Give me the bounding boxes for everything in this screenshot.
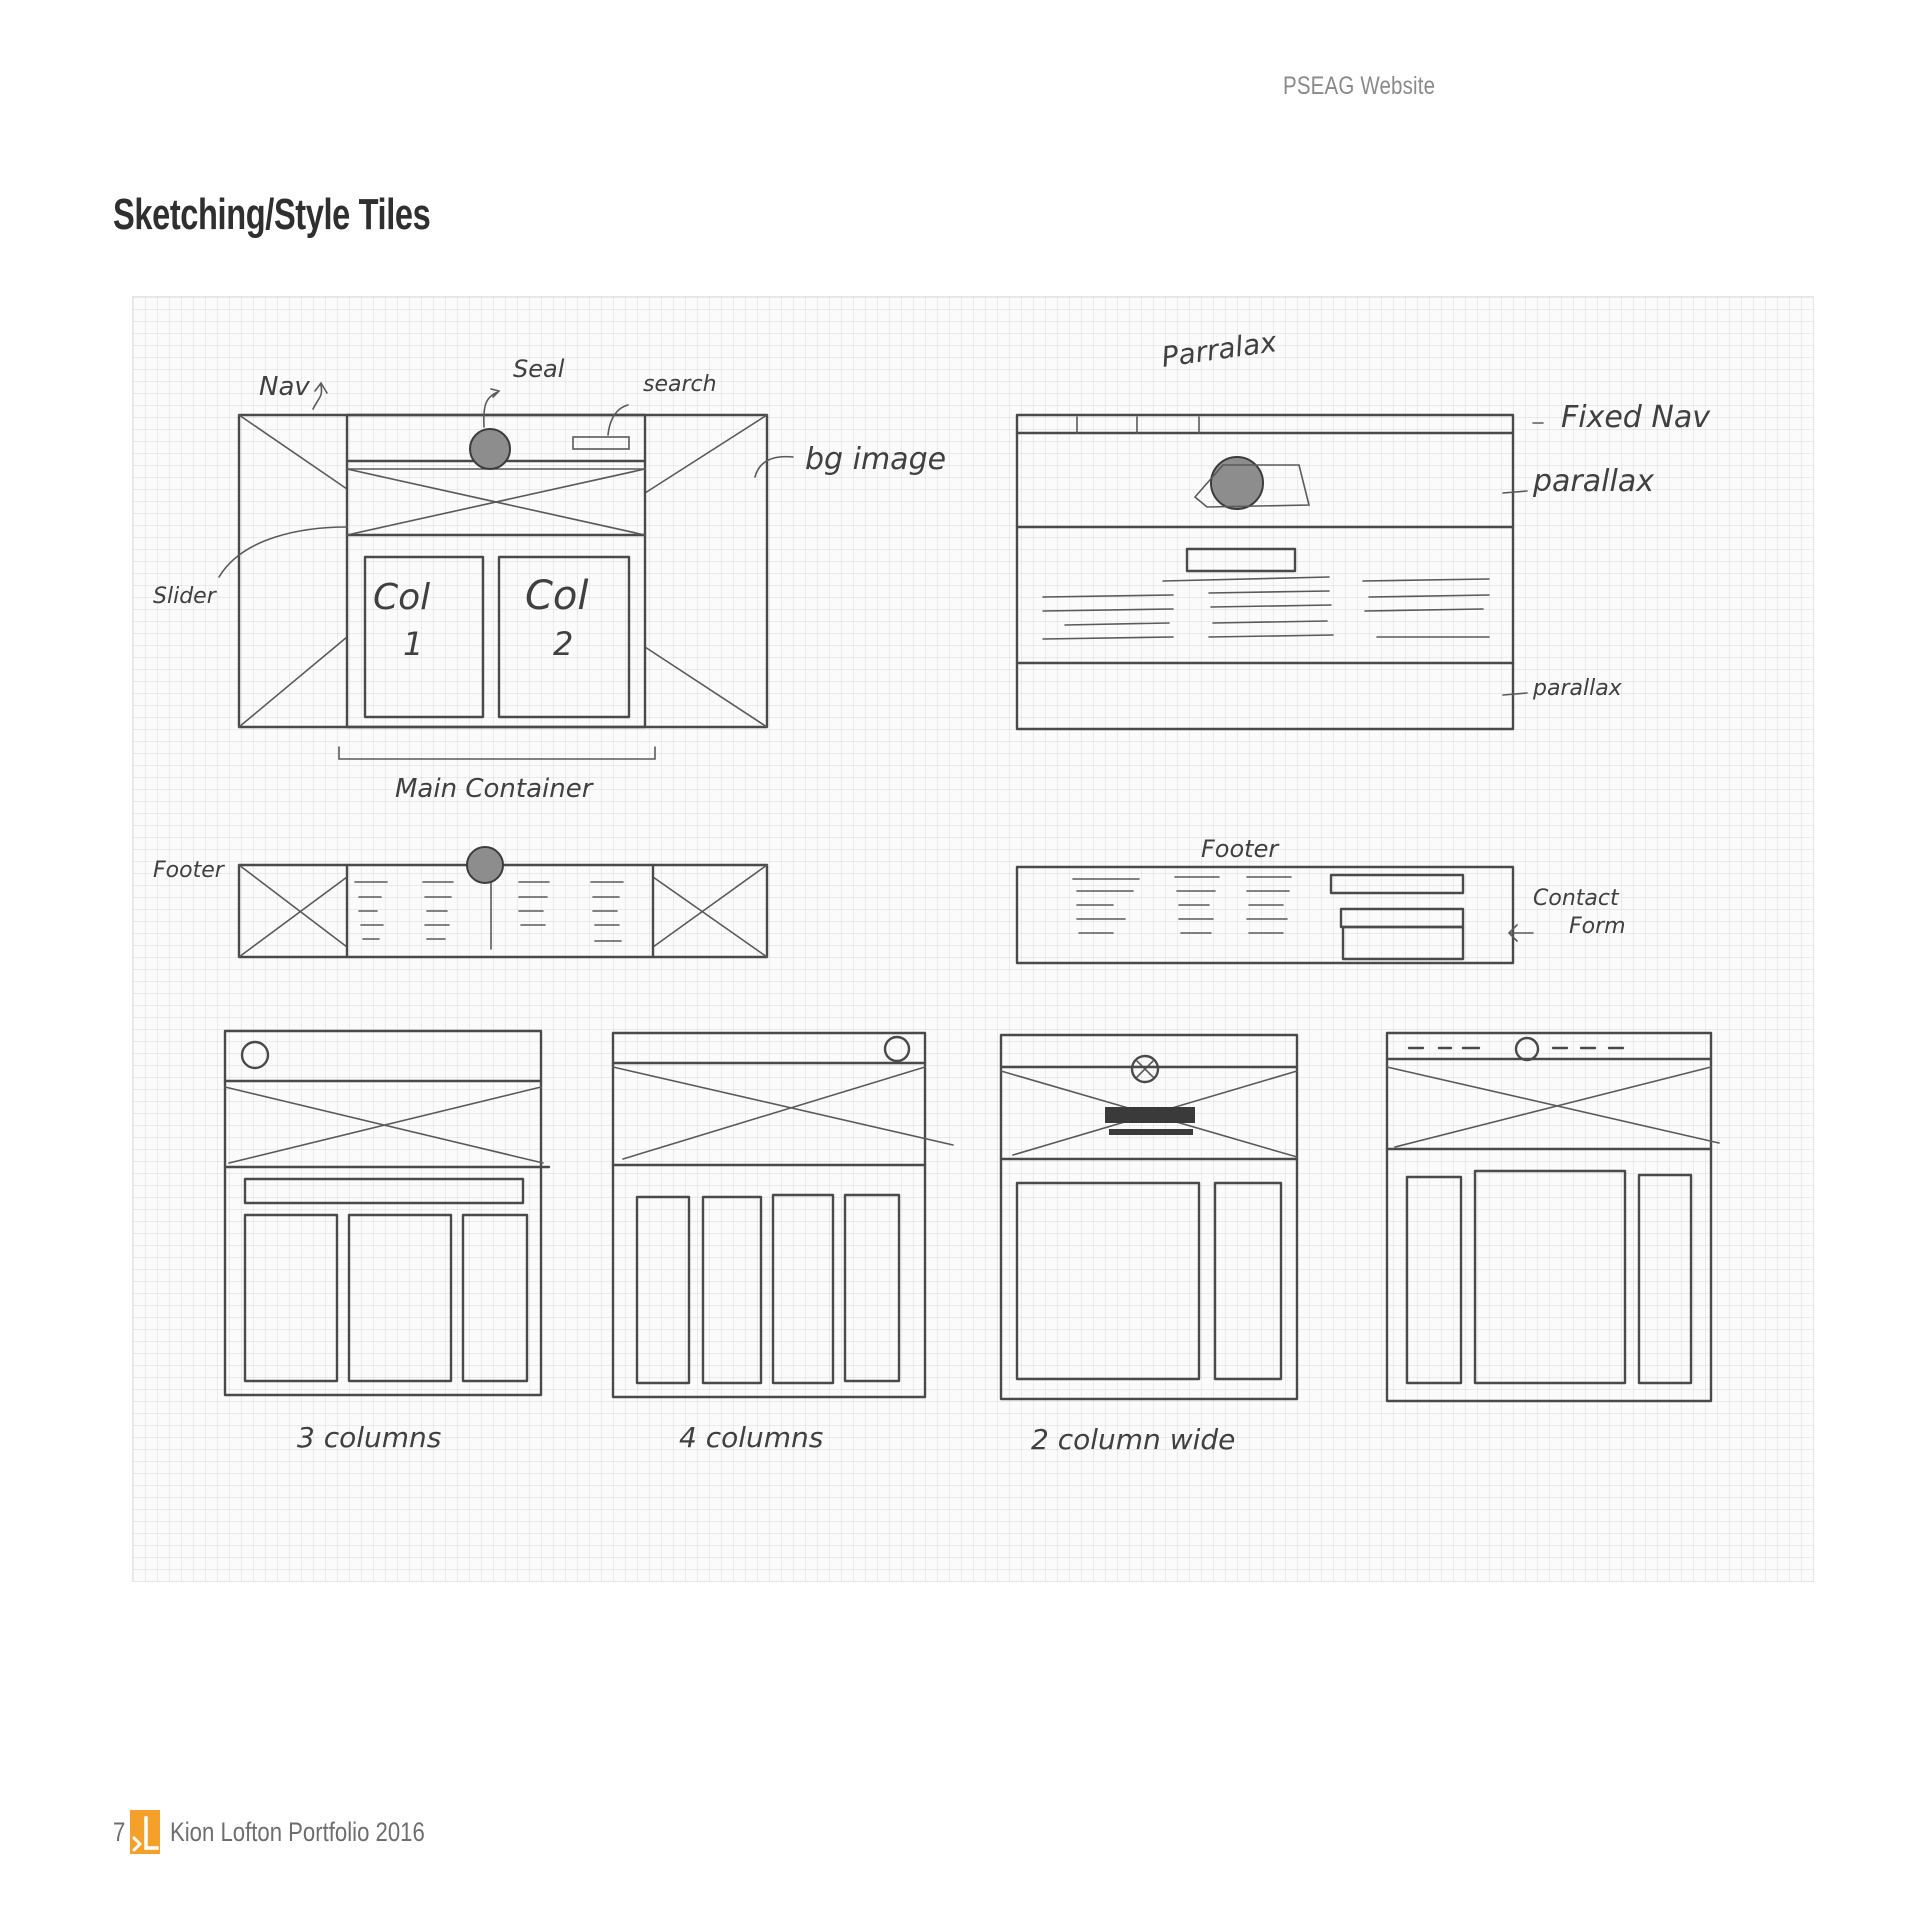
main-container-label: Main Container	[395, 774, 595, 804]
caption-2-column-wide: 2 column wide	[1031, 1423, 1235, 1456]
thumbnail-2-column-wide: 2 column wide	[999, 1033, 1299, 1456]
parallax-label-1: parallax	[1532, 464, 1654, 499]
slider-label: Slider	[153, 584, 218, 609]
col-2-label: Col	[525, 573, 589, 619]
logo-icon	[132, 1816, 159, 1852]
portfolio-label: Kion Lofton Portfolio 2016	[170, 1816, 425, 1847]
parallax-label-2: parallax	[1532, 676, 1623, 701]
footer-label-b: Footer	[1201, 835, 1280, 863]
thumbnail-4-columns: 4 columns	[611, 1031, 954, 1454]
bg-image-label: bg image	[805, 442, 946, 477]
sketch-sheet: Nav Seal search bg image Slider Col 1 Co…	[132, 296, 1814, 1582]
footer-sketch-parallax: Footer Contact Form	[1015, 835, 1626, 965]
page-footer: 7 Kion Lofton Portfolio 2016	[113, 1810, 481, 1854]
fixed-nav-label: Fixed Nav	[1561, 400, 1711, 435]
portfolio-logo	[130, 1810, 161, 1854]
footer-label-a: Footer	[153, 858, 226, 883]
col-2-number: 2	[553, 625, 573, 663]
caption-4-columns: 4 columns	[679, 1421, 823, 1454]
contact-form-label-2: Form	[1569, 914, 1626, 939]
nav-label: Nav	[259, 372, 310, 402]
search-label: search	[643, 372, 717, 397]
project-header-label: PSEAG Website	[1283, 72, 1436, 100]
page-number: 7	[113, 1816, 126, 1847]
wireframe-sketches: Nav Seal search bg image Slider Col 1 Co…	[153, 325, 1720, 1456]
parallax-title-label: Parralax	[1159, 325, 1279, 374]
thumbnail-centered-nav	[1385, 1031, 1720, 1403]
seal-label: Seal	[513, 355, 565, 383]
layout-sketch-main: Nav Seal search bg image Slider Col 1 Co…	[153, 355, 946, 804]
contact-form-label-1: Contact	[1533, 886, 1620, 911]
page-title: Sketching/Style Tiles	[113, 190, 431, 239]
footer-sketch-main: Footer	[153, 846, 769, 959]
caption-3-columns: 3 columns	[297, 1421, 441, 1454]
thumbnail-3-columns: 3 columns	[223, 1029, 551, 1454]
col-1-label: Col	[373, 577, 430, 618]
col-1-number: 1	[403, 625, 423, 663]
layout-sketch-parallax: Parralax Fixed Nav parallax parallax	[1015, 325, 1711, 731]
